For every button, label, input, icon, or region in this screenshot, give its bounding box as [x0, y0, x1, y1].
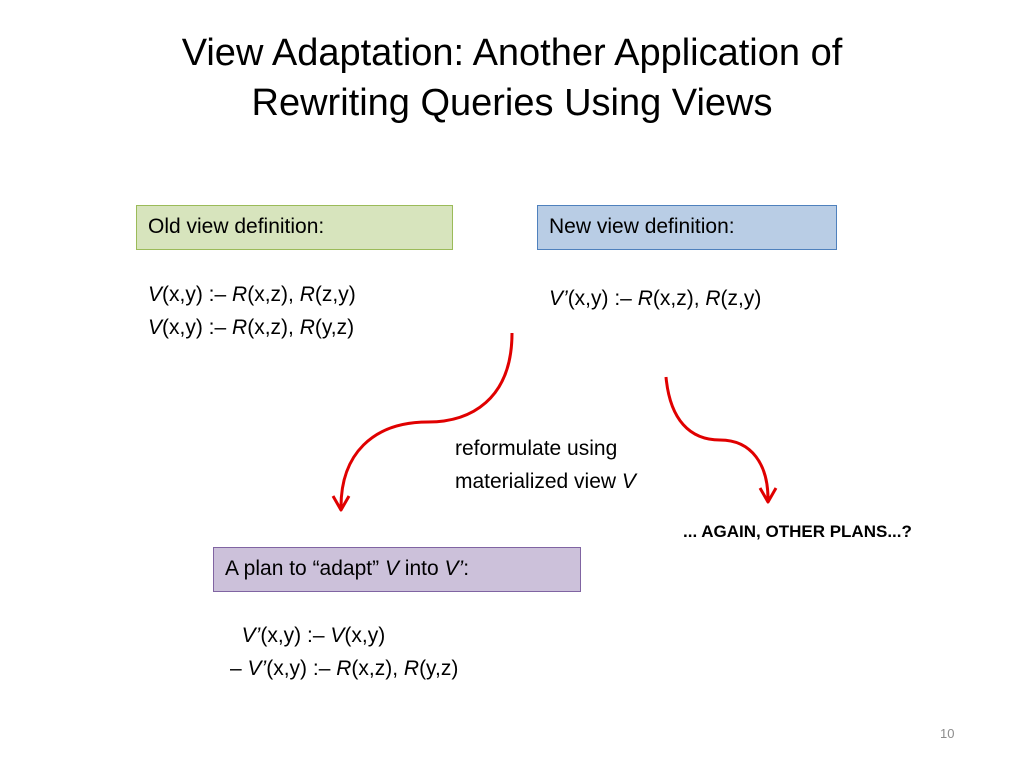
old-view-label-box: Old view definition:	[136, 205, 453, 250]
reformulate-curve-arrow	[339, 332, 514, 508]
reformulate-arrowhead	[331, 495, 351, 512]
plan-rule-2: – V’(x,y) :– R(x,z), R(y,z)	[230, 657, 459, 680]
plan-rules: V’(x,y) :– V(x,y) – V’(x,y) :– R(x,z), R…	[230, 619, 458, 685]
old-view-rules: V(x,y) :– R(x,z), R(z,y) V(x,y) :– R(x,z…	[148, 278, 356, 344]
reformulate-note-line-1: reformulate using	[455, 437, 618, 460]
plan-label-box: A plan to “adapt” V into V’:	[213, 547, 581, 592]
old-view-rule-2: V(x,y) :– R(x,z), R(y,z)	[148, 316, 355, 339]
new-view-rules: V’(x,y) :– R(x,z), R(z,y)	[549, 282, 761, 315]
slide-title-line-2: Rewriting Queries Using Views	[251, 82, 773, 124]
again-arrowhead	[758, 487, 778, 504]
new-view-label-box: New view definition:	[537, 205, 837, 250]
reformulate-note-line-2: materialized view V	[455, 470, 636, 493]
slide-title: View Adaptation: Another Application of …	[0, 28, 1024, 128]
new-view-rule-1: V’(x,y) :– R(x,z), R(z,y)	[549, 287, 762, 310]
again-curve-arrow	[664, 376, 770, 500]
old-view-rule-1: V(x,y) :– R(x,z), R(z,y)	[148, 283, 356, 306]
page-number: 10	[940, 726, 955, 741]
plan-rule-1: V’(x,y) :– V(x,y)	[241, 624, 386, 647]
slide-title-line-1: View Adaptation: Another Application of	[181, 32, 843, 74]
again-other-plans-note: ... AGAIN, OTHER PLANS...?	[683, 522, 912, 541]
reformulate-note: reformulate using materialized view V	[455, 432, 636, 498]
